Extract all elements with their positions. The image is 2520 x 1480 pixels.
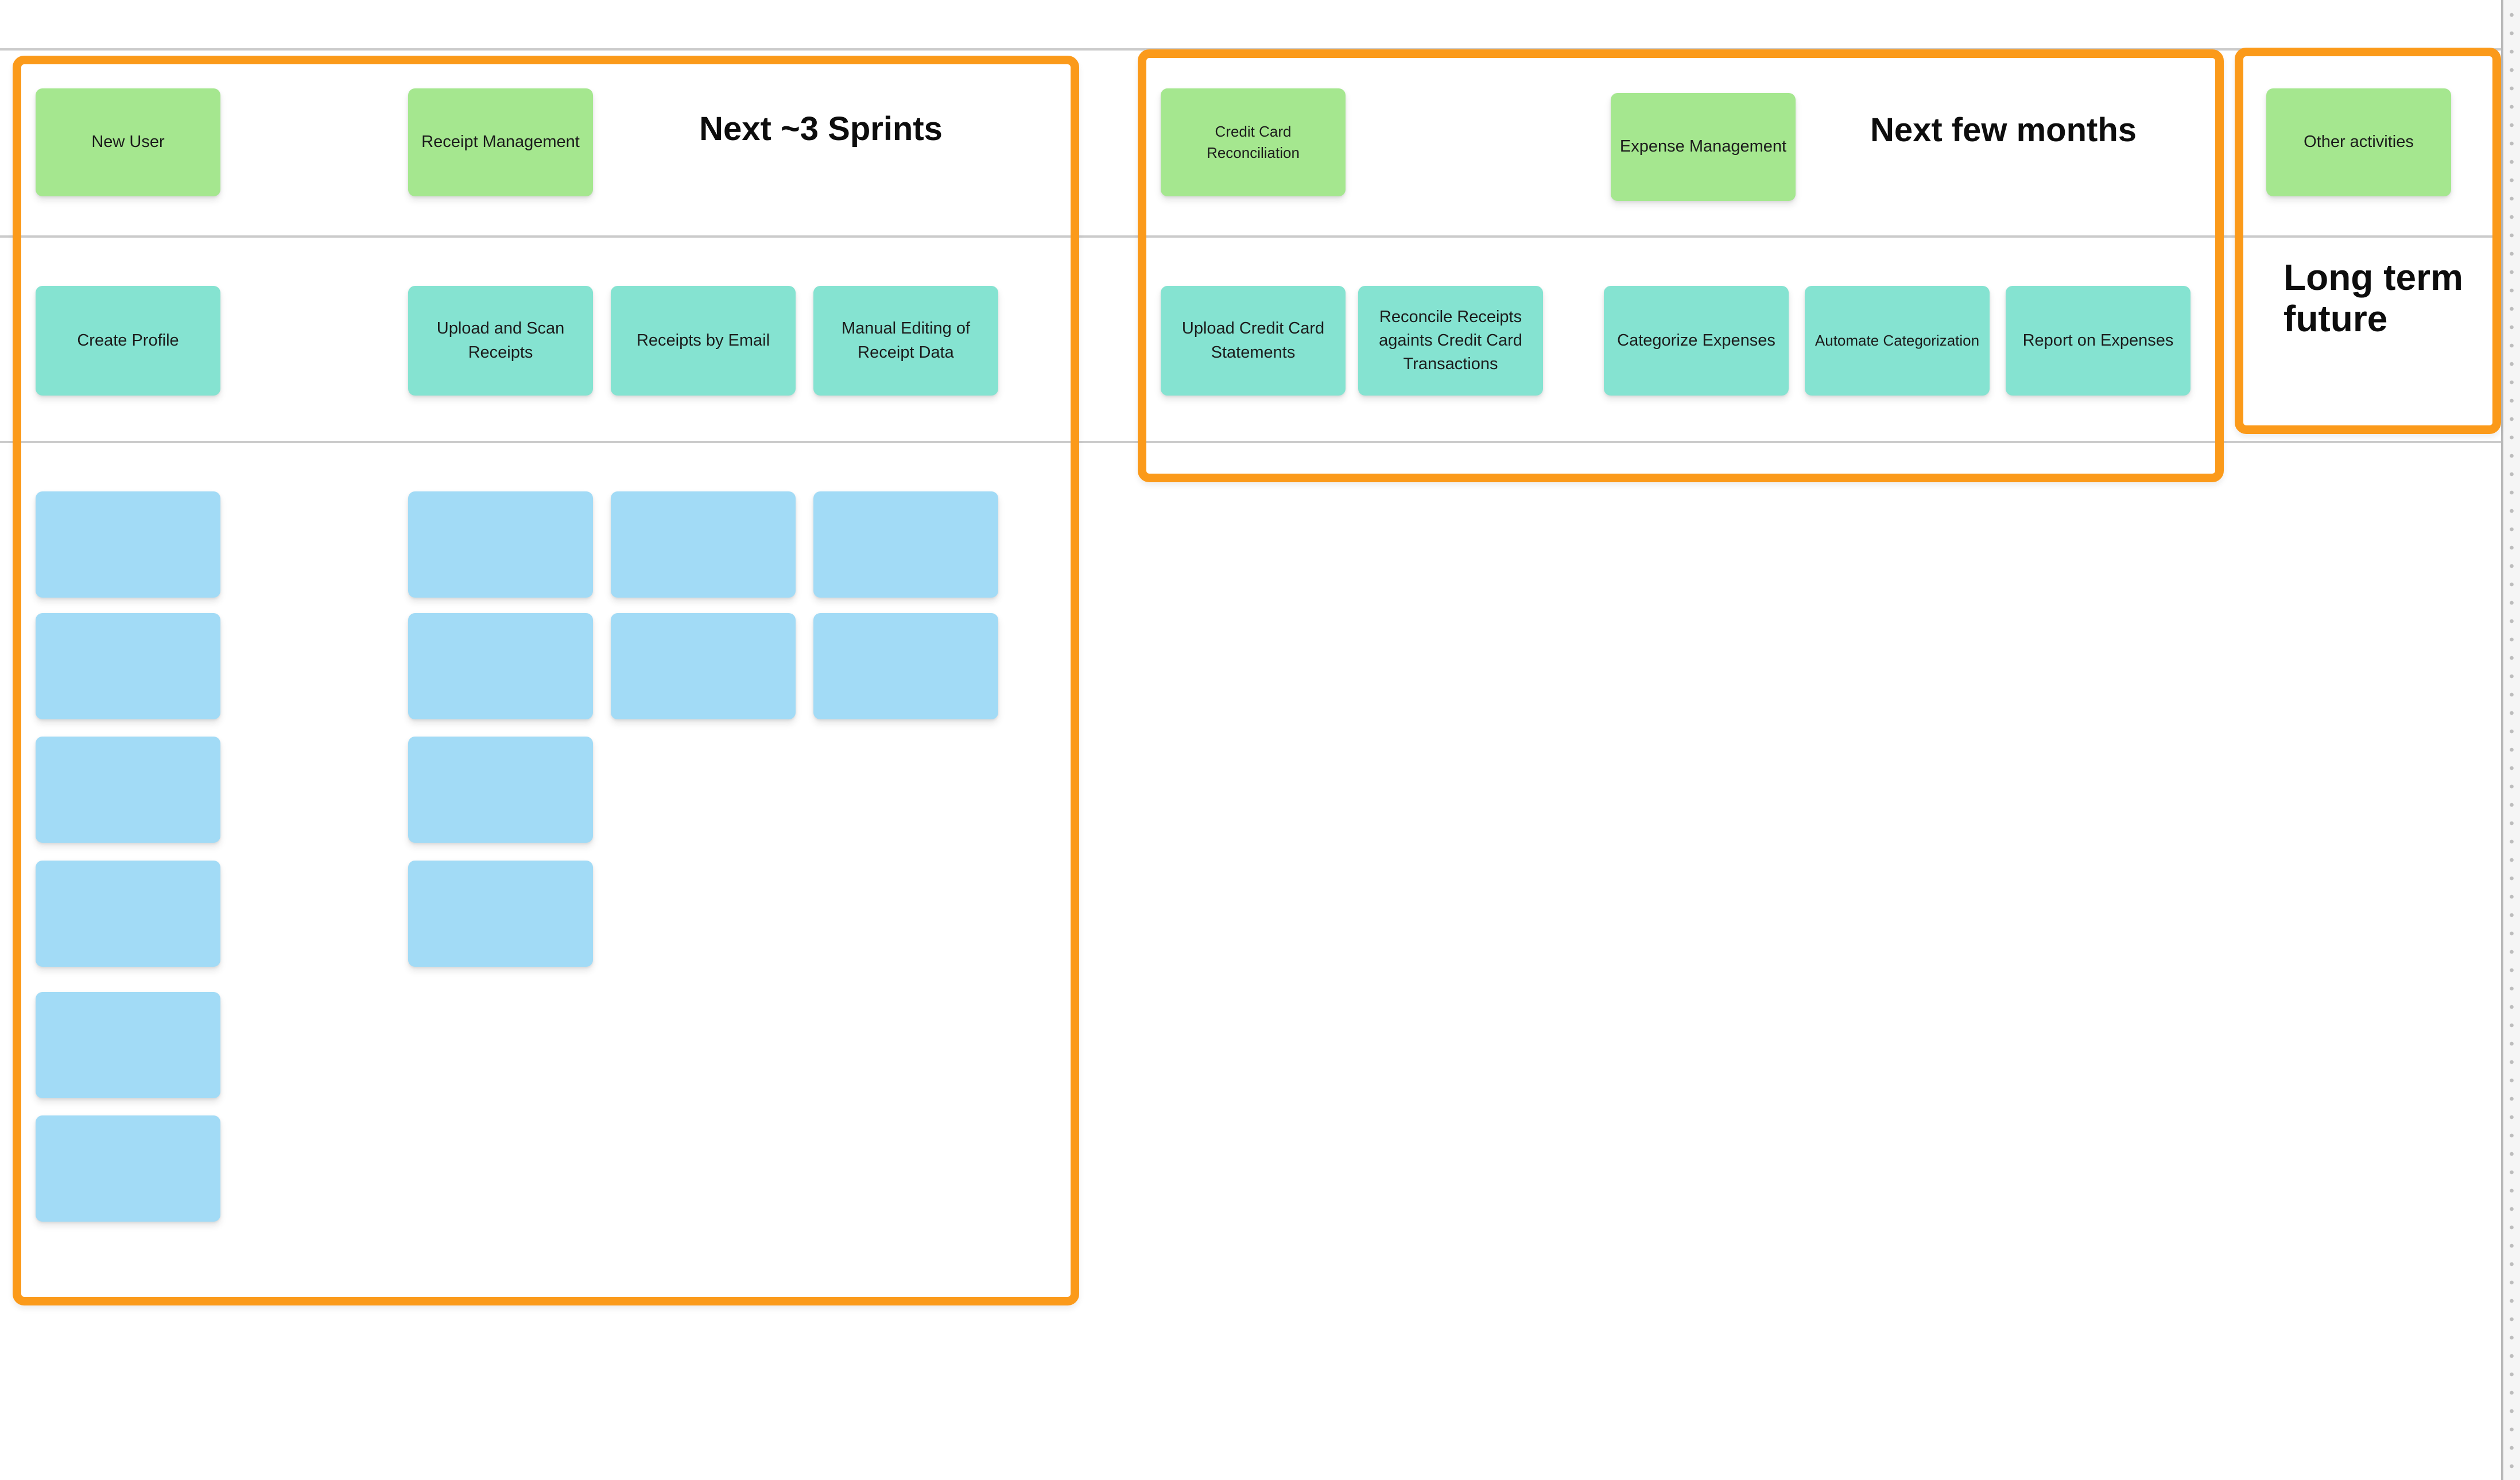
sticky-note-receipts-by-email[interactable]: Receipts by Email xyxy=(611,286,796,396)
sticky-note-empty[interactable] xyxy=(36,861,220,967)
sticky-note-receipt-management[interactable]: Receipt Management xyxy=(408,88,593,196)
dot-grid-strip xyxy=(2503,0,2520,1480)
sticky-note-upload-and-scan-receipts[interactable]: Upload and Scan Receipts xyxy=(408,286,593,396)
sticky-note-automate-categorization[interactable]: Automate Categorization xyxy=(1805,286,1990,396)
frame-next-3-sprints[interactable] xyxy=(13,56,1079,1305)
sticky-note-empty[interactable] xyxy=(36,1115,220,1222)
sticky-note-other-activities[interactable]: Other activities xyxy=(2266,88,2451,196)
sticky-note-empty[interactable] xyxy=(408,491,593,598)
sticky-note-empty[interactable] xyxy=(36,992,220,1098)
gridline-row-3 xyxy=(0,441,2501,443)
sticky-note-empty[interactable] xyxy=(408,861,593,967)
gridline-column-right xyxy=(2501,0,2503,1480)
sticky-note-credit-card-reconciliation[interactable]: Credit Card Reconciliation xyxy=(1161,88,1346,196)
sticky-note-empty[interactable] xyxy=(36,613,220,719)
frame-next-few-months[interactable] xyxy=(1138,49,2224,482)
sticky-note-empty[interactable] xyxy=(408,613,593,719)
sticky-note-empty[interactable] xyxy=(611,491,796,598)
frame-title-long-term-future[interactable]: Long term future xyxy=(2283,257,2463,339)
sticky-note-empty[interactable] xyxy=(408,737,593,843)
sticky-note-expense-management[interactable]: Expense Management xyxy=(1611,93,1796,201)
frame-title-next-3-sprints[interactable]: Next ~3 Sprints xyxy=(699,110,943,148)
sticky-note-empty[interactable] xyxy=(813,491,998,598)
sticky-note-empty[interactable] xyxy=(813,613,998,719)
gridline-row-2 xyxy=(0,235,2501,238)
sticky-note-new-user[interactable]: New User xyxy=(36,88,220,196)
sticky-note-empty[interactable] xyxy=(611,613,796,719)
sticky-note-manual-editing-of-receipt-data[interactable]: Manual Editing of Receipt Data xyxy=(813,286,998,396)
frame-long-term-future[interactable] xyxy=(2235,48,2501,434)
sticky-note-create-profile[interactable]: Create Profile xyxy=(36,286,220,396)
sticky-note-upload-credit-card-statements[interactable]: Upload Credit Card Statements xyxy=(1161,286,1346,396)
sticky-note-reconcile-receipts[interactable]: Reconcile Receipts againts Credit Card T… xyxy=(1358,286,1543,396)
frame-title-next-few-months[interactable]: Next few months xyxy=(1870,111,2137,149)
sticky-note-empty[interactable] xyxy=(36,491,220,598)
sticky-note-empty[interactable] xyxy=(36,737,220,843)
sticky-note-report-on-expenses[interactable]: Report on Expenses xyxy=(2006,286,2191,396)
sticky-note-categorize-expenses[interactable]: Categorize Expenses xyxy=(1604,286,1789,396)
